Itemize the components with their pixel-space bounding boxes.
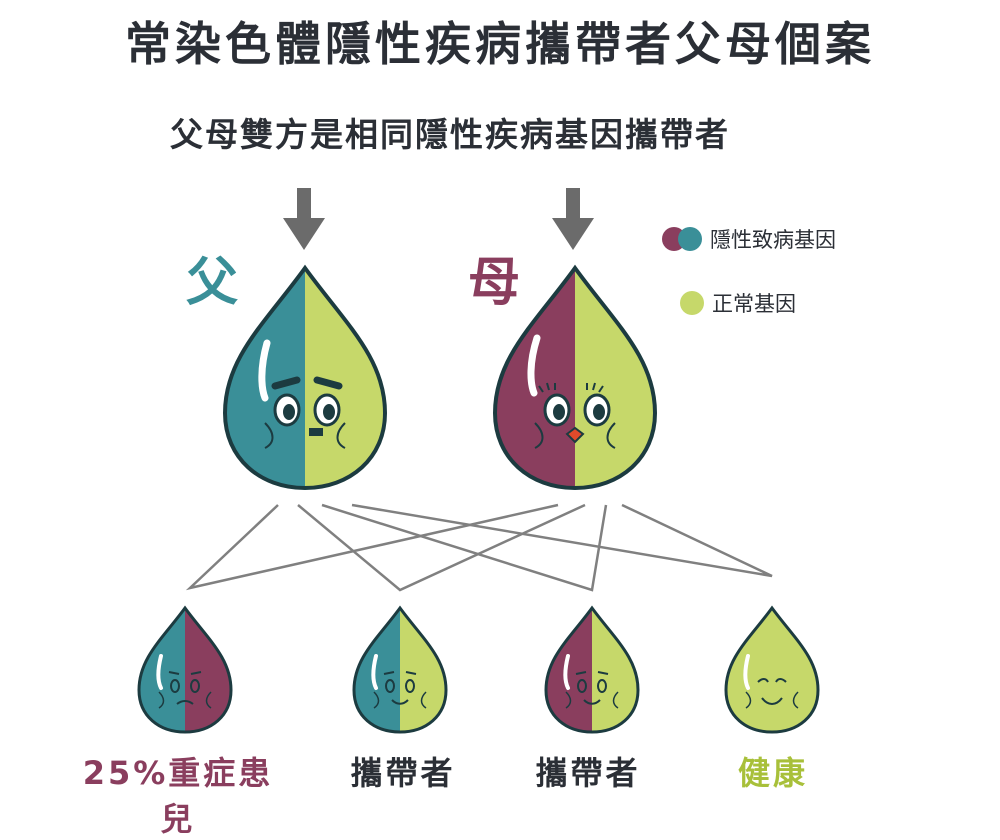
inheritance-diagram [137,188,820,734]
child-drop-affected [137,606,233,734]
normal-gene-icon [680,291,704,315]
legend-normal-label: 正常基因 [712,292,796,316]
child-drop-healthy [724,606,820,734]
legend-recessive-label: 隱性致病基因 [710,228,836,252]
child-drop-carrier-1 [352,606,448,734]
outcome-label-carrier-1: 攜帶者 [350,754,456,792]
outcome-label-affected: 25%重症患兒 [82,754,274,838]
mother-label: 母 [468,253,521,313]
mother-arrow-icon [552,188,594,250]
page-subtitle: 父母雙方是相同隱性疾病基因攜帶者 [170,115,730,154]
father-drop [223,266,387,490]
child-drop-carrier-2 [544,606,640,734]
inheritance-lines [185,503,773,592]
outcome-label-healthy: 健康 [737,754,808,792]
outcome-label-carrier-2: 攜帶者 [535,754,641,792]
recessive-gene-icon [662,227,702,251]
page-title: 常染色體隱性疾病攜帶者父母個案 [125,17,875,71]
legend-recessive: 隱性致病基因 [662,224,836,254]
mother-drop [493,266,657,490]
father-label: 父 [186,253,239,313]
father-arrow-icon [283,188,325,250]
legend-normal: 正常基因 [680,288,796,318]
